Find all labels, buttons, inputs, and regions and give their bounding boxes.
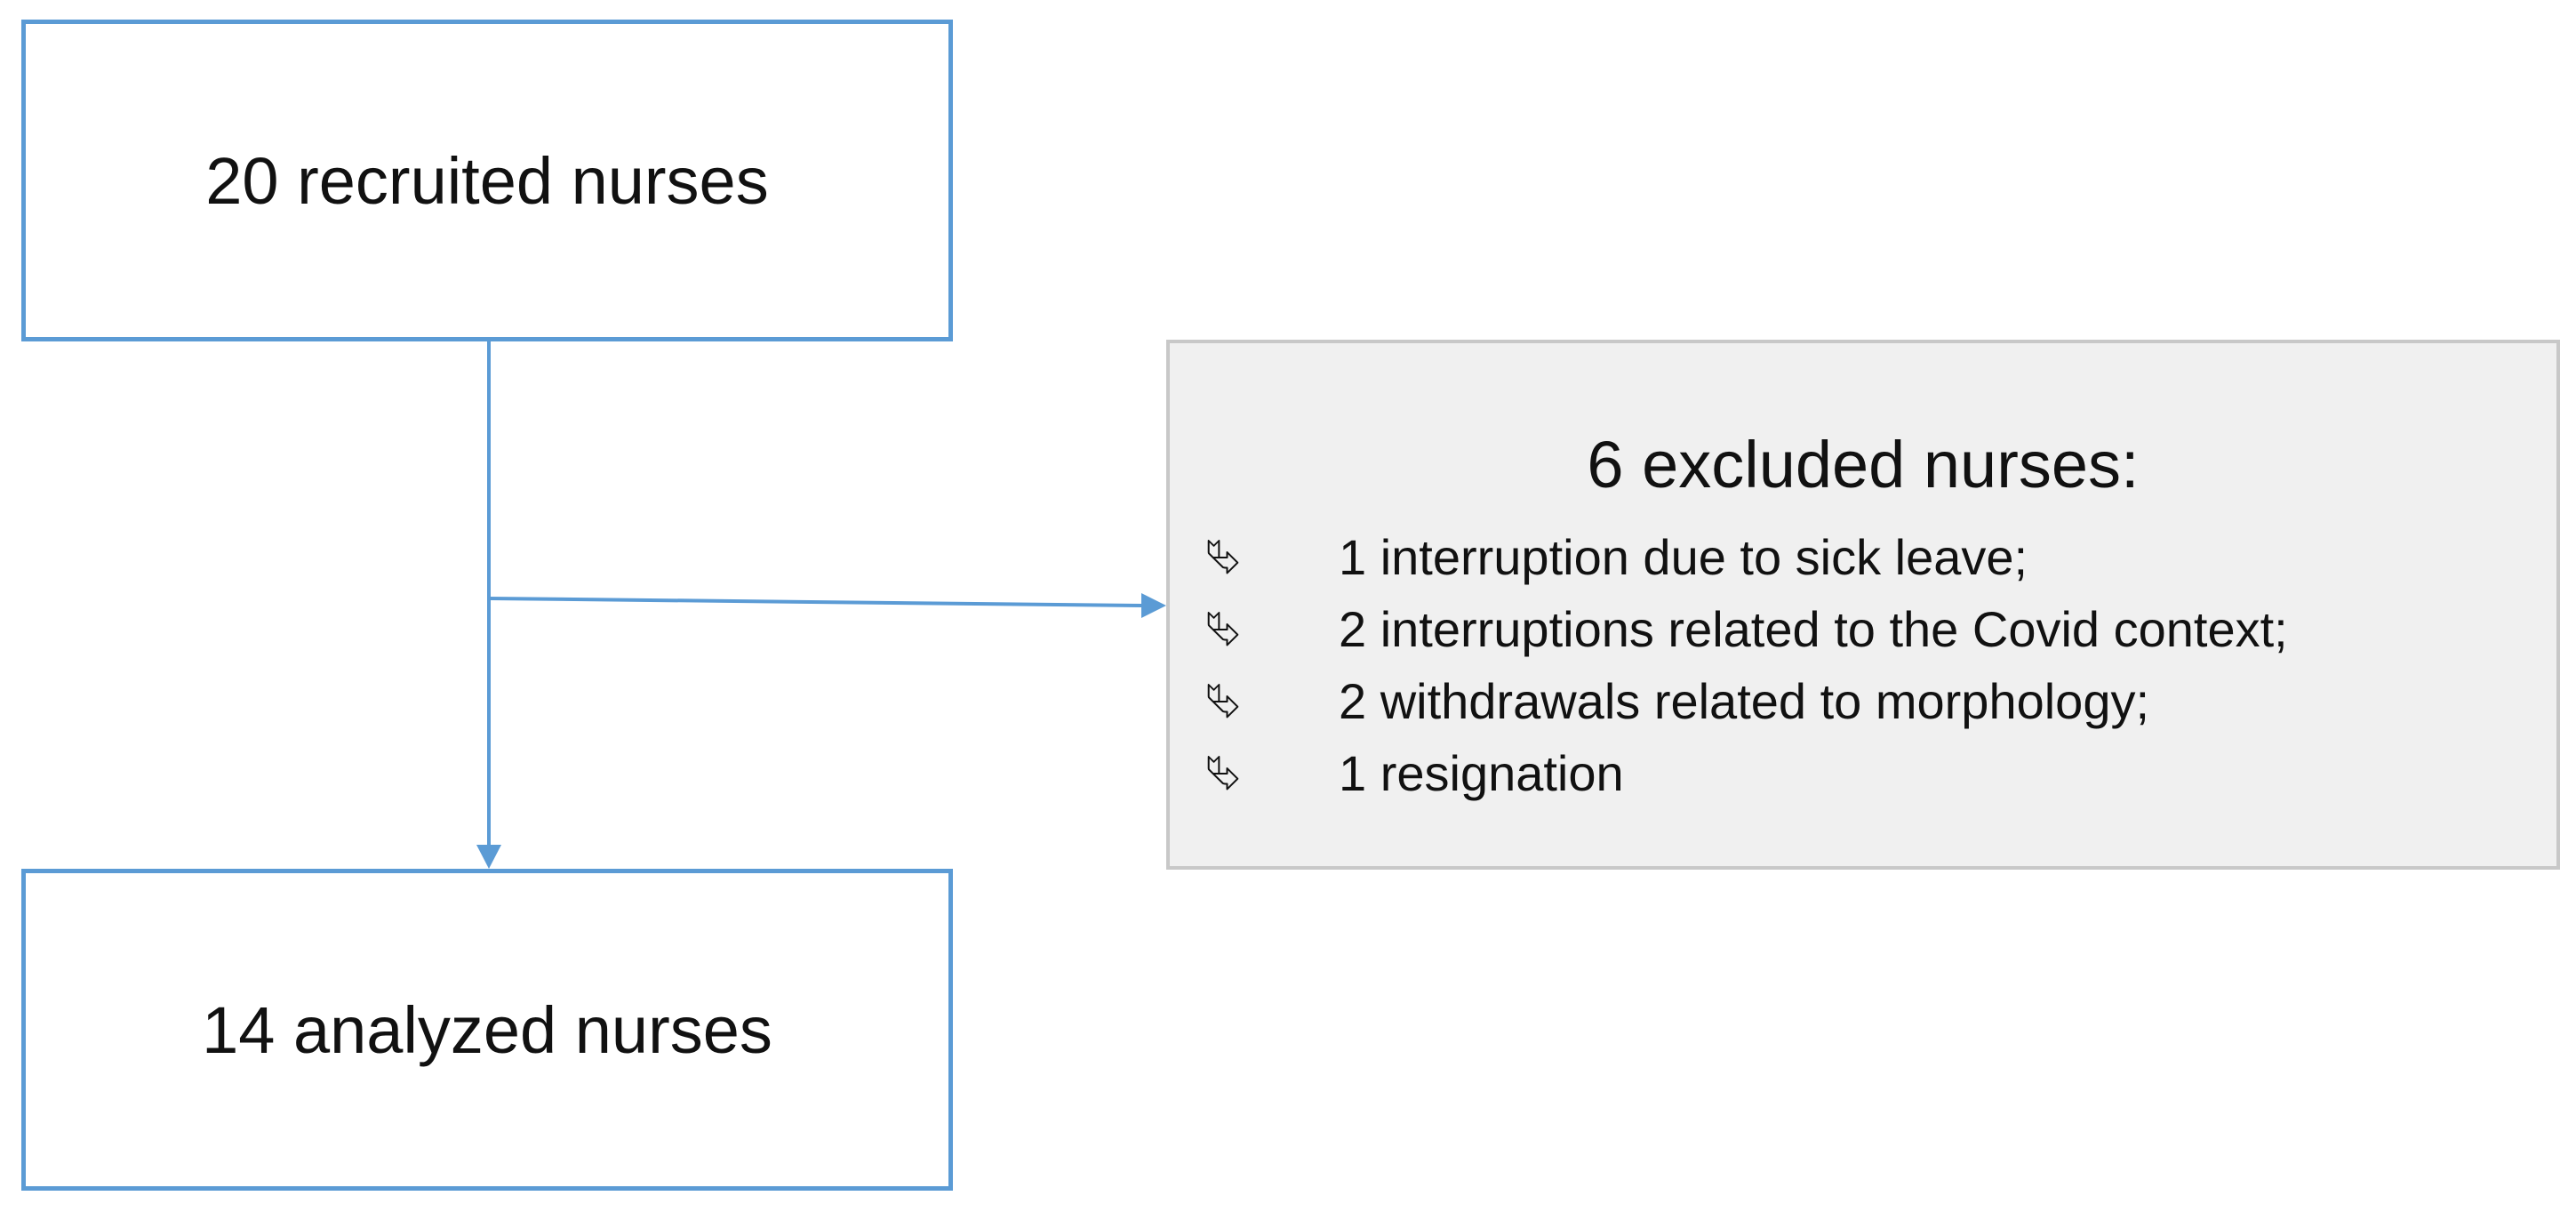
excluded-reason-text: 2 interruptions related to the Covid con… (1339, 601, 2288, 657)
horizontal-connector (488, 597, 1142, 607)
list-item: ⮱ 2 interruptions related to the Covid c… (1205, 593, 2288, 665)
analyzed-nurses-box: 14 analyzed nurses (21, 869, 953, 1191)
excluded-nurses-title: 6 excluded nurses: (1587, 428, 2140, 502)
list-item: ⮱ 2 withdrawals related to morphology; (1205, 665, 2288, 737)
arrow-bullet-icon: ⮱ (1205, 532, 1241, 582)
analyzed-nurses-label: 14 analyzed nurses (202, 992, 772, 1067)
arrow-bullet-icon: ⮱ (1205, 676, 1241, 726)
excluded-reason-text: 1 interruption due to sick leave; (1339, 529, 2028, 585)
arrow-bullet-icon: ⮱ (1205, 604, 1241, 654)
excluded-reasons-list: ⮱ 1 interruption due to sick leave; ⮱ 2 … (1205, 521, 2288, 809)
list-item: ⮱ 1 resignation (1205, 737, 2288, 809)
excluded-nurses-box: 6 excluded nurses: ⮱ 1 interruption due … (1166, 340, 2560, 870)
arrow-bullet-icon: ⮱ (1205, 748, 1241, 798)
arrowhead-right (1141, 593, 1166, 618)
excluded-reason-text: 2 withdrawals related to morphology; (1339, 673, 2150, 729)
recruited-nurses-box: 20 recruited nurses (21, 20, 953, 341)
excluded-reason-text: 1 resignation (1339, 745, 1624, 801)
list-item: ⮱ 1 interruption due to sick leave; (1205, 521, 2288, 593)
recruited-nurses-label: 20 recruited nurses (205, 143, 769, 218)
arrowhead-down (476, 845, 501, 869)
